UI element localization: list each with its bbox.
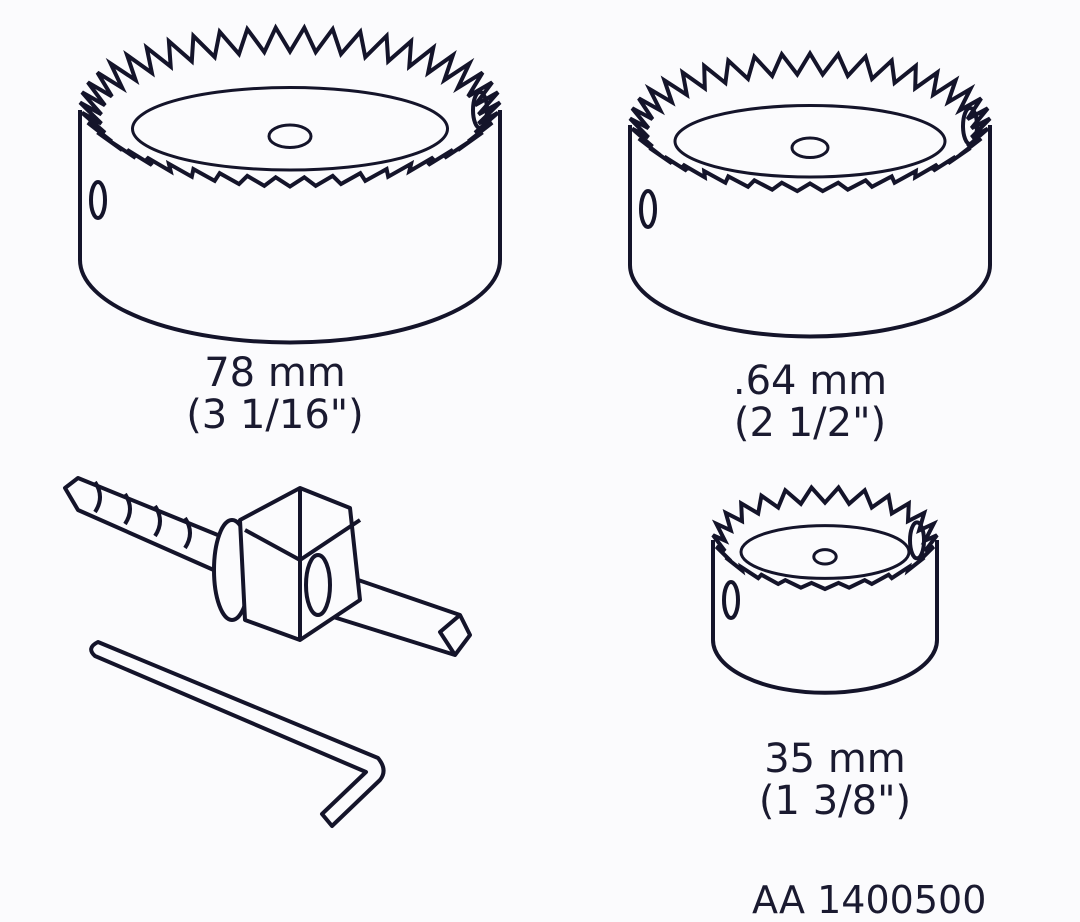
- hole-saw-64-label: .64 mm (2 1/2"): [690, 360, 930, 444]
- saw-body: [78, 110, 502, 345]
- hole-saw-78-label: 78 mm (3 1/16"): [150, 352, 400, 436]
- saw-slot: [89, 180, 107, 220]
- saw-teeth: [711, 484, 939, 592]
- saw-inner-plate: [131, 86, 449, 172]
- part-code: AA 1400500: [752, 878, 987, 922]
- saw-teeth: [78, 23, 502, 189]
- size-inch: (3 1/16"): [186, 392, 364, 438]
- hole-saw-35-drawing: [711, 484, 939, 695]
- hex-key-drawing: [89, 640, 386, 828]
- saw-inner-plate: [673, 104, 947, 179]
- saw-center-hole: [812, 548, 838, 566]
- saw-slot: [908, 520, 926, 561]
- size-mm: 78 mm: [204, 350, 346, 396]
- saw-slot: [961, 106, 979, 146]
- saw-inner-plate: [739, 524, 911, 580]
- saw-center-hole: [267, 123, 313, 149]
- saw-slot: [471, 90, 489, 130]
- size-inch: (1 3/8"): [758, 778, 912, 824]
- size-inch: (2 1/2"): [733, 400, 887, 446]
- saw-slot: [722, 580, 740, 620]
- saw-slot: [639, 189, 657, 229]
- hole-saw-78-drawing: [78, 23, 502, 345]
- saw-center-hole: [790, 136, 830, 159]
- arbor-drawing: [63, 476, 472, 657]
- hole-saw-64-drawing: [628, 49, 992, 339]
- saw-teeth: [628, 49, 992, 194]
- hole-saw-35-label: 35 mm (1 3/8"): [715, 738, 955, 822]
- size-mm: 35 mm: [764, 736, 906, 782]
- size-mm: .64 mm: [732, 358, 888, 404]
